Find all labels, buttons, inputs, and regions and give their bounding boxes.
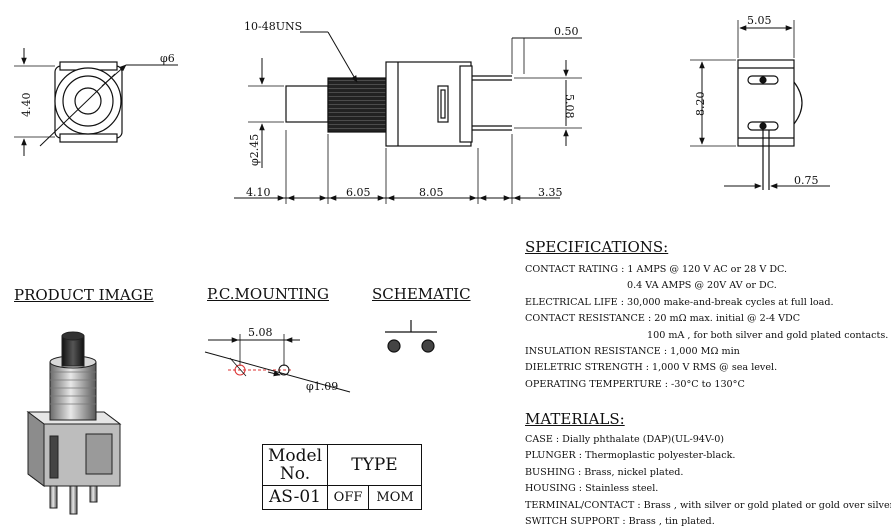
material-line: BUSHING : Brass, nickel plated.	[525, 466, 684, 478]
model-table: Model No. TYPE AS-01 OFF MOM	[262, 444, 422, 511]
product-image	[26, 331, 122, 515]
end-width-label: 5.05	[747, 14, 772, 27]
specifications-title: SPECIFICATIONS:	[525, 238, 669, 256]
spec-line: 100 mA , for both silver and gold plated…	[647, 329, 889, 341]
materials-title: MATERIALS:	[525, 410, 625, 428]
bushing-diameter-label: φ2.45	[248, 134, 261, 166]
spec-line: CONTACT RATING : 1 AMPS @ 120 V AC or 28…	[525, 264, 788, 275]
type-header: TYPE	[327, 444, 422, 486]
spec-line: CONTACT RESISTANCE : 20 mΩ max. initial …	[525, 313, 801, 325]
length-label-housing: 8.05	[419, 186, 444, 199]
material-line: CASE : Dially phthalate (DAP)(UL-94V-0)	[525, 434, 725, 445]
length-label-terminal: 3.35	[538, 186, 563, 199]
material-line: HOUSING : Stainless steel.	[525, 483, 659, 495]
product-image-title: PRODUCT IMAGE	[14, 286, 154, 304]
spec-line: 0.4 VA AMPS @ 20V AV or DC.	[627, 280, 777, 292]
pc-spacing-label: 5.08	[248, 326, 273, 339]
length-label-plunger: 4.10	[246, 186, 271, 199]
spec-line: INSULATION RESISTANCE : 1,000 MΩ min	[525, 345, 740, 357]
schematic-symbol	[385, 320, 437, 353]
end-pin-label: 0.75	[794, 174, 819, 187]
front-view	[14, 48, 178, 156]
schematic-title: SCHEMATIC	[372, 285, 471, 303]
end-view	[690, 20, 830, 190]
pc-hole-label: φ1.09	[306, 380, 338, 393]
side-view	[234, 31, 582, 204]
material-line: SWITCH SUPPORT : Brass , tin plated.	[525, 515, 715, 527]
model-value: AS-01	[262, 484, 328, 511]
length-label-bushing: 6.05	[346, 186, 371, 199]
pin-width-label: 0.50	[554, 25, 579, 38]
front-diameter-label: φ6	[160, 52, 175, 65]
pin-spacing-label: 5.08	[563, 94, 576, 119]
pc-mounting-title: P.C.MOUNTING	[207, 285, 329, 303]
type-mom: MOM	[368, 484, 422, 511]
spec-line: DIELETRIC STRENGTH : 1,000 V RMS @ sea l…	[525, 362, 778, 374]
front-height-label: 4.40	[20, 93, 33, 118]
specifications-list: CONTACT RATING : 1 AMPS @ 120 V AC or 28…	[525, 262, 888, 393]
thread-spec-label: 10-48UNS	[244, 20, 302, 33]
model-header: Model No.	[262, 444, 328, 486]
end-height-label: 8.20	[694, 92, 707, 117]
material-line: PLUNGER : Thermoplastic polyester-black.	[525, 450, 736, 462]
spec-line: ELECTRICAL LIFE : 30,000 make-and-break …	[525, 296, 834, 308]
material-line: TERMINAL/CONTACT : Brass , with silver o…	[525, 499, 891, 511]
spec-line: OPERATING TEMPERTURE : -30°C to 130°C	[525, 378, 745, 390]
pc-mounting-drawing	[204, 334, 351, 393]
type-off: OFF	[326, 484, 370, 511]
materials-list: CASE : Dially phthalate (DAP)(UL-94V-0) …	[525, 432, 891, 530]
